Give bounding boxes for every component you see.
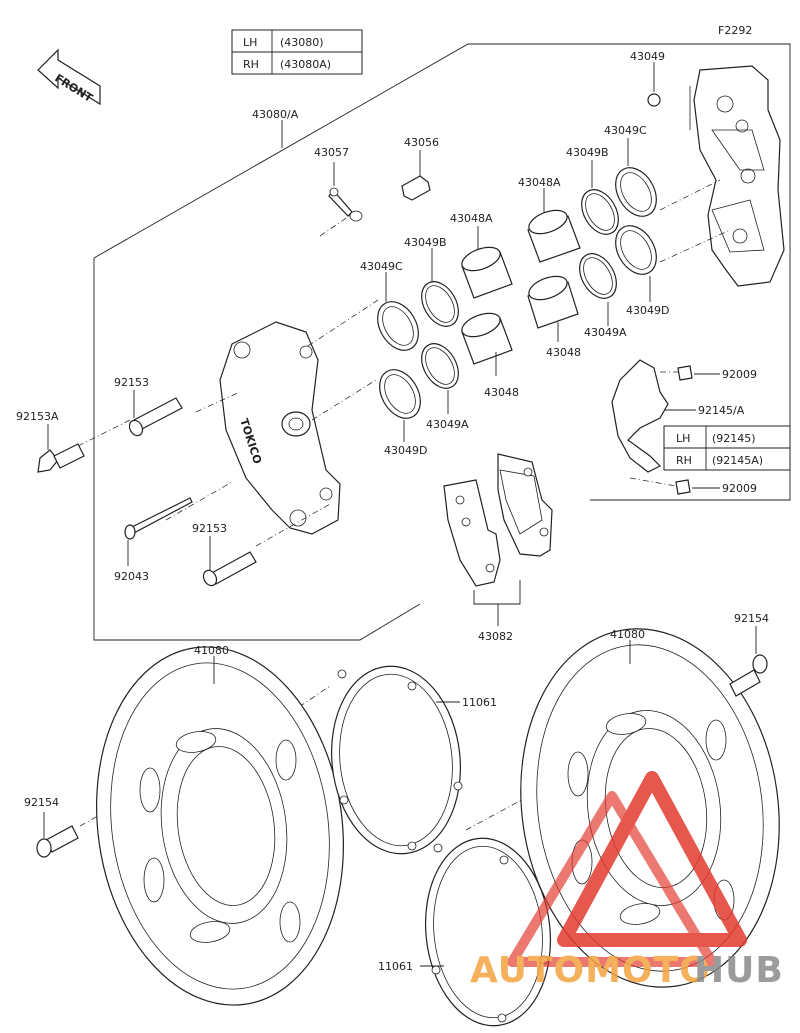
label-92153a: 92153A [16, 410, 59, 423]
pad-spring-92145 [611, 359, 669, 473]
bracket-lh-code: (92145) [712, 432, 756, 445]
caliper-variant-table: LH (43080) RH (43080A) [231, 29, 363, 75]
bracket-rh-side: RH [676, 454, 692, 467]
label-43048-right: 43048 [546, 346, 581, 359]
label-43048-left: 43048 [484, 386, 519, 399]
bolt-92154-right [729, 654, 768, 697]
caliper-outer-half [689, 65, 785, 287]
caliper-lh-code: (43080) [280, 36, 324, 49]
left-piston-stack [377, 246, 513, 419]
label-43048a-top: 43048A [518, 176, 561, 189]
caliper-lh-side: LH [243, 36, 257, 49]
disc-spacer-top [330, 665, 463, 855]
label-41080-right: 41080 [610, 628, 645, 641]
caliper-rh-code: (43080A) [280, 58, 331, 71]
label-92154-left: 92154 [24, 796, 59, 809]
label-11061-bottom: 11061 [378, 960, 413, 973]
label-43049a-right: 43049A [584, 326, 627, 339]
label-11061-top: 11061 [462, 696, 497, 709]
label-92153-top: 92153 [114, 376, 149, 389]
label-43049c-top: 43049C [604, 124, 647, 137]
label-43049c-left: 43049C [360, 260, 403, 273]
label-43080: 43080/A [252, 108, 299, 121]
screw-92009-bottom [675, 479, 691, 495]
label-41080-left: 41080 [194, 644, 229, 657]
bracket-rh-code: (92145A) [712, 454, 763, 467]
label-43049d-right: 43049D [626, 304, 669, 317]
bolt-92153-top [128, 397, 183, 437]
bolt-92154-left [36, 825, 79, 858]
label-92145: 92145/A [698, 404, 745, 417]
label-43049d-left: 43049D [384, 444, 427, 457]
label-43049b-top: 43049B [566, 146, 609, 159]
disc-spacer-bottom [424, 837, 552, 1027]
caliper-rh-side: RH [243, 58, 259, 71]
assembly-outline-left [93, 258, 421, 641]
label-92154-right: 92154 [734, 612, 769, 625]
assembly-outline-top [93, 43, 791, 501]
brake-disc-left [96, 646, 344, 1006]
label-92009-top: 92009 [722, 368, 757, 381]
bracket-lh-side: LH [676, 432, 690, 445]
label-43049: 43049 [630, 50, 665, 63]
pin-92043 [124, 497, 193, 540]
label-43048a-mid: 43048A [450, 212, 493, 225]
front-arrow-icon: FRONT [37, 48, 101, 105]
label-43049b-mid: 43049B [404, 236, 447, 249]
bleeder-valve [328, 175, 431, 222]
watermark-text-primary: AUTOMOTO [470, 950, 711, 991]
watermark-text-secondary: HUB [694, 950, 784, 991]
watermark-logo: AUTOMOTO HUB [470, 771, 784, 991]
label-43082: 43082 [478, 630, 513, 643]
label-43057: 43057 [314, 146, 349, 159]
label-92043: 92043 [114, 570, 149, 583]
label-92153-bottom: 92153 [192, 522, 227, 535]
right-piston-stack [527, 167, 657, 329]
part-43049-seal [647, 93, 661, 107]
figure-code: F2292 [718, 24, 752, 37]
label-43056: 43056 [404, 136, 439, 149]
label-43049a-left: 43049A [426, 418, 469, 431]
label-92009-bottom: 92009 [722, 482, 757, 495]
bolt-92153a [37, 443, 85, 473]
bolt-92153-bottom [202, 551, 257, 587]
caliper-inner-half: TOKICO [219, 321, 341, 535]
screw-92009-top [677, 365, 693, 381]
bracket-variant-table: LH (92145) RH (92145A) [663, 425, 791, 471]
brake-pads-43082 [443, 453, 553, 587]
